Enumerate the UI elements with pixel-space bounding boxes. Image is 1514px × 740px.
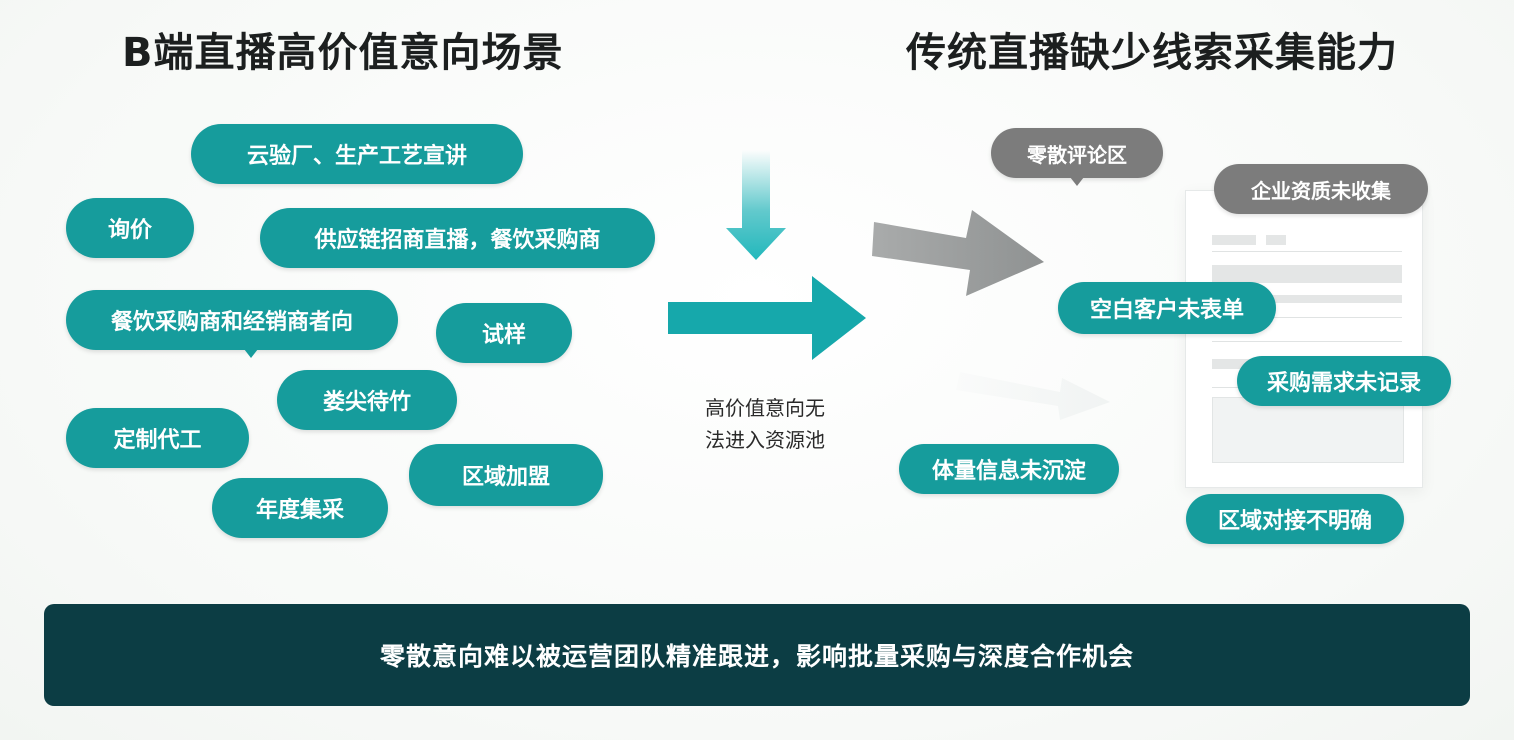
pill-inquiry: 询价 xyxy=(66,198,194,258)
pill-annual-procurement: 年度集采 xyxy=(212,478,388,538)
pill-buyers-dealers: 餐饮采购商和经销商者向 xyxy=(66,290,398,350)
bubble-tail-buyers xyxy=(244,349,258,358)
pill-scattered-comments: 零散评论区 xyxy=(991,128,1163,178)
pill-unclear-text: 娄尖待竹 xyxy=(277,370,457,430)
left-title: B端直播高价值意向场景 xyxy=(122,30,564,76)
pill-oem: 定制代工 xyxy=(66,408,249,468)
faint-arrow-icon xyxy=(956,372,1110,420)
document-form-illustration xyxy=(1185,190,1423,488)
pill-demand-not-recorded: 采购需求未记录 xyxy=(1237,356,1451,406)
doc-bar xyxy=(1212,397,1404,463)
caption-line-1: 高价值意向无 xyxy=(705,396,825,420)
pill-supply-chain: 供应链招商直播，餐饮采购商 xyxy=(260,208,655,268)
down-arrow-icon xyxy=(726,150,786,260)
doc-line xyxy=(1212,317,1402,318)
doc-line xyxy=(1212,251,1402,252)
pill-qualification: 企业资质未收集 xyxy=(1214,164,1428,214)
pill-samples: 试样 xyxy=(436,303,572,363)
pill-volume-info: 体量信息未沉淀 xyxy=(899,444,1119,494)
doc-bar xyxy=(1212,265,1402,283)
caption-line-2: 法进入资源池 xyxy=(705,428,825,452)
doc-bar xyxy=(1266,235,1286,245)
middle-caption: 高价值意向无 法进入资源池 xyxy=(680,392,850,456)
doc-bar xyxy=(1212,295,1402,303)
right-arrow-icon xyxy=(668,276,866,360)
pill-region-unclear: 区域对接不明确 xyxy=(1186,494,1404,544)
pill-blank-customer-form: 空白客户未表单 xyxy=(1058,282,1276,334)
doc-line xyxy=(1212,341,1402,342)
bottom-banner: 零散意向难以被运营团队精准跟进，影响批量采购与深度合作机会 xyxy=(44,604,1470,706)
gray-arrow-icon xyxy=(872,210,1044,296)
pill-franchise: 区域加盟 xyxy=(409,444,603,506)
right-title: 传统直播缺少线索采集能力 xyxy=(906,30,1398,76)
doc-bar xyxy=(1212,235,1256,245)
pill-cloud-factory: 云验厂、生产工艺宣讲 xyxy=(191,124,523,184)
bubble-tail-comments xyxy=(1070,177,1084,186)
